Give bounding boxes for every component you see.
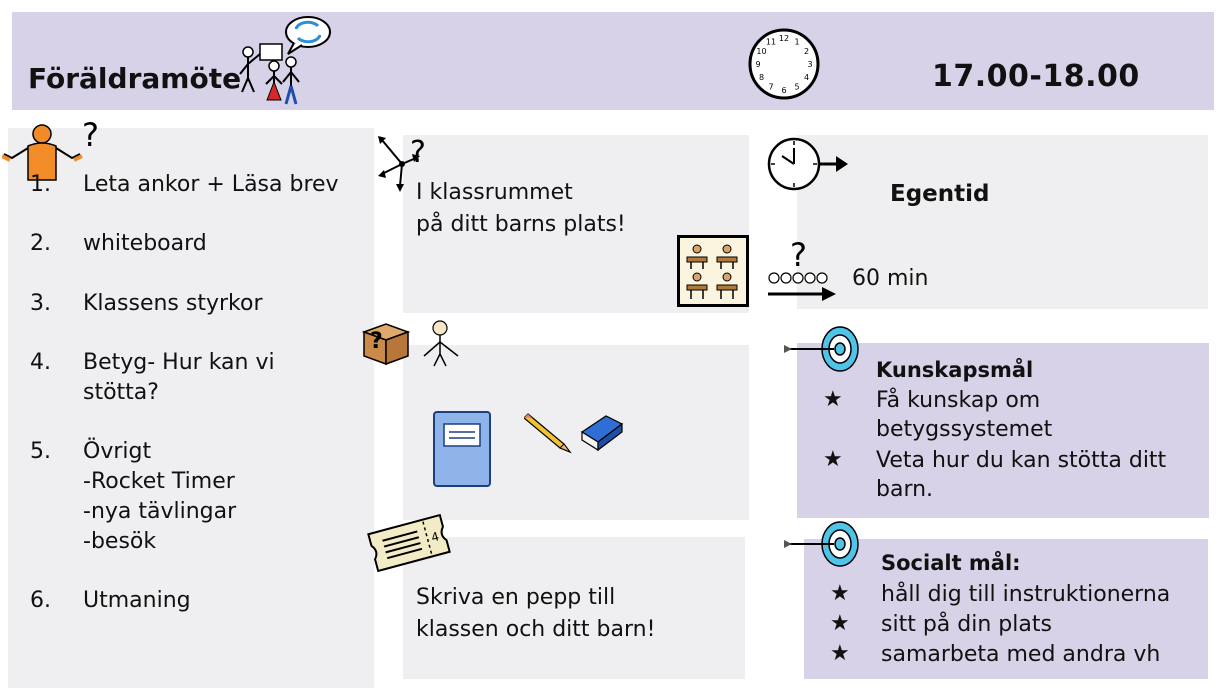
svg-text:4: 4 bbox=[430, 529, 441, 545]
knowledge-star-1: ★ bbox=[823, 387, 843, 412]
clock-number: 8 bbox=[759, 73, 764, 82]
social-item-1: håll dig till instruktionerna bbox=[881, 582, 1171, 607]
agenda-panel bbox=[8, 128, 374, 688]
person-icon bbox=[423, 320, 459, 367]
classroom-desks-icon bbox=[677, 235, 749, 307]
pencil-icon bbox=[524, 413, 624, 454]
knowledge-star-2: ★ bbox=[823, 447, 843, 472]
clock-number: 5 bbox=[794, 83, 799, 92]
svg-text:?: ? bbox=[370, 329, 383, 354]
agenda-item-3: Klassens styrkor bbox=[83, 291, 263, 316]
egentid-duration: 60 min bbox=[852, 266, 929, 291]
knowledge-goal-title: Kunskapsmål bbox=[876, 358, 1034, 382]
social-star-2: ★ bbox=[830, 611, 850, 636]
agenda-item-4: Betyg- Hur kan vi stötta? bbox=[83, 350, 275, 405]
write-line-2: klassen och ditt barn! bbox=[416, 617, 656, 642]
classroom-line-2: på ditt barns plats! bbox=[416, 212, 626, 237]
social-star-1: ★ bbox=[830, 581, 850, 606]
clock-number: 12 bbox=[779, 34, 789, 43]
notebook-icon bbox=[433, 411, 491, 487]
agenda-num-2: 2. bbox=[30, 231, 51, 256]
classroom-line-1: I klassrummet bbox=[416, 180, 573, 205]
clock-number: 7 bbox=[768, 83, 773, 92]
write-panel bbox=[403, 537, 745, 679]
knowledge-item-1-line-2: betygssystemet bbox=[876, 417, 1053, 442]
agenda-item-2: whiteboard bbox=[83, 231, 207, 256]
social-item-3: samarbeta med andra vh bbox=[881, 642, 1161, 667]
write-line-1: Skriva en pepp till bbox=[416, 585, 616, 610]
social-star-3: ★ bbox=[830, 641, 850, 666]
egentid-label: Egentid bbox=[890, 181, 990, 207]
social-item-2: sitt på din plats bbox=[881, 612, 1052, 637]
social-goal-title: Socialt mål: bbox=[881, 551, 1021, 575]
agenda-num-5: 5. bbox=[30, 439, 51, 464]
question-box-icon: ? bbox=[361, 320, 459, 367]
knowledge-goal-panel bbox=[797, 343, 1209, 518]
clock-number: 4 bbox=[804, 73, 809, 82]
direction-arrows-icon: ? bbox=[378, 135, 426, 192]
agenda-num-6: 6. bbox=[30, 588, 51, 613]
knowledge-item-2-line-2: barn. bbox=[876, 477, 934, 502]
svg-text:?: ? bbox=[410, 135, 426, 170]
question-mark-icon: ? bbox=[82, 118, 99, 154]
agenda-num-3: 3. bbox=[30, 291, 51, 316]
ticket-icon: 4 bbox=[367, 513, 451, 573]
dart-target-icon bbox=[784, 521, 859, 567]
agenda-item-5: Övrigt -Rocket Timer -nya tävlingar -bes… bbox=[83, 439, 237, 554]
clock-arrow-icon bbox=[767, 137, 848, 191]
svg-text:?: ? bbox=[790, 236, 807, 274]
agenda-item-1: Leta ankor + Läsa brev bbox=[83, 172, 339, 197]
clock-number: 11 bbox=[766, 38, 776, 47]
knowledge-item-1-line-1: Få kunskap om bbox=[876, 388, 1041, 413]
page-title: Föräldramöte bbox=[28, 62, 242, 95]
agenda-num-1: 1. bbox=[30, 172, 51, 197]
clock-number: 1 bbox=[794, 38, 799, 47]
eraser-icon bbox=[580, 415, 624, 452]
timer-icon: ? bbox=[768, 236, 836, 301]
meeting-time: 17.00-18.00 bbox=[932, 59, 1140, 94]
clock-number: 9 bbox=[755, 60, 760, 69]
speech-bubble-icon bbox=[285, 16, 331, 55]
shrugging-person-icon: ? bbox=[2, 118, 99, 181]
knowledge-item-2-line-1: Veta hur du kan stötta ditt bbox=[876, 448, 1167, 473]
meeting-people-icon bbox=[239, 16, 331, 105]
agenda-num-4: 4. bbox=[30, 350, 51, 375]
social-goal-panel bbox=[804, 539, 1208, 679]
egentid-panel bbox=[797, 135, 1208, 309]
agenda-item-6: Utmaning bbox=[83, 588, 191, 613]
clock-number: 2 bbox=[804, 47, 809, 56]
clock-number: 6 bbox=[781, 86, 786, 95]
dart-target-icon bbox=[784, 326, 859, 372]
clock-number: 10 bbox=[756, 47, 766, 56]
clock-number: 3 bbox=[807, 60, 812, 69]
